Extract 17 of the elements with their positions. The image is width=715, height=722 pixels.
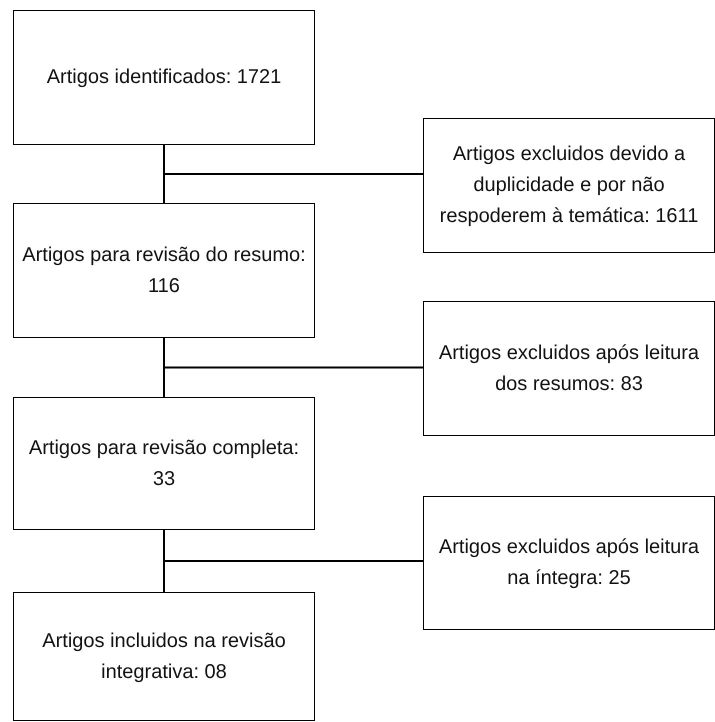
process-box <box>423 496 715 630</box>
box-text: Artigos excluidos devido a duplicidade e por não respoderem à temática: 1611 <box>438 142 700 229</box>
box-text: Artigos excluidos após leitura dos resumos: 83 <box>438 340 700 396</box>
process-box <box>423 301 715 436</box>
box-text: Artigos excluidos após leitura na íntegra: 25 <box>438 535 700 591</box>
box-text: Artigos para revisão do resumo: 116 <box>22 242 306 298</box>
process-box <box>13 203 315 338</box>
connector-line <box>163 145 423 175</box>
box-text: Artigos incluidos na revisão integrativa: 08 <box>41 628 287 684</box>
box-text: Artigos para revisão completa: 33 <box>28 436 300 492</box>
process-box <box>423 118 715 253</box>
box-text: Artigos identificados: 1721 <box>46 65 282 90</box>
process-box <box>13 397 315 530</box>
connector-line <box>163 530 423 562</box>
connector-line <box>163 338 423 368</box>
process-box <box>13 10 315 145</box>
process-box <box>13 592 315 721</box>
